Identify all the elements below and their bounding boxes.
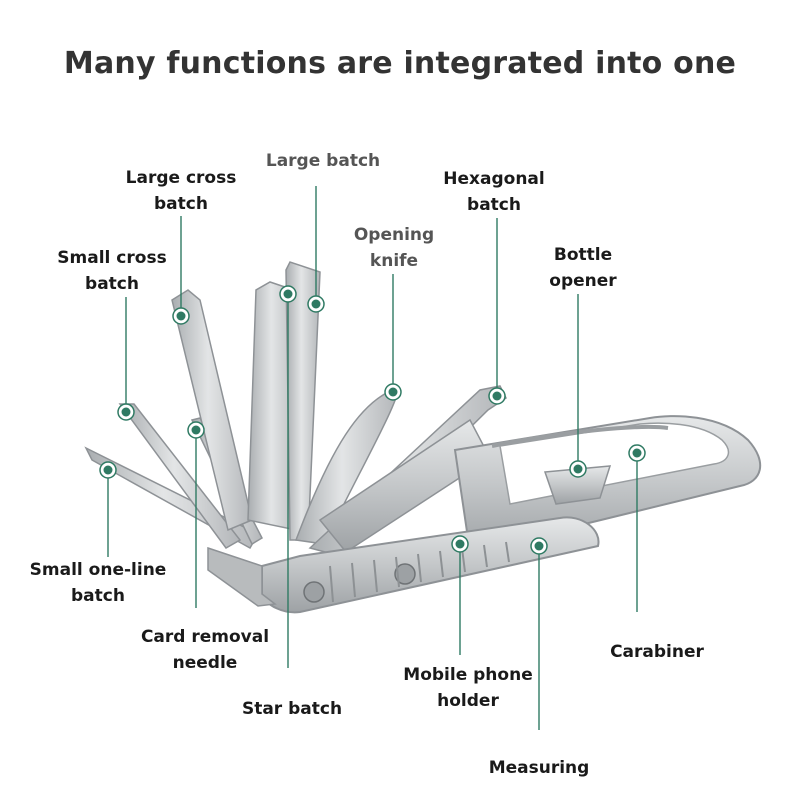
- knurl-ridge: [483, 544, 488, 568]
- leader-dot-measuring: [534, 541, 544, 551]
- leader-dot-large-cross-batch: [176, 311, 186, 321]
- page-title: Many functions are integrated into one: [63, 46, 737, 81]
- leader-dot-mobile-phone-holder: [455, 539, 465, 549]
- large-cross-blade: [171, 289, 253, 532]
- label-small-cross-batch: Small cross batch: [57, 248, 167, 294]
- knurl-ridge: [505, 541, 510, 563]
- tool-blades: [84, 261, 507, 557]
- leader-dot-bottle-opener: [573, 464, 583, 474]
- label-large-cross-batch: Large cross batch: [125, 168, 237, 214]
- label-bottle-opener: Bottle opener: [549, 245, 617, 291]
- label-small-one-line-batch: Small one-line batch: [29, 560, 167, 606]
- leader-dot-star-batch: [283, 289, 293, 299]
- leader-dot-hexagonal-batch: [492, 391, 502, 401]
- leader-dot-small-one-line-batch: [103, 465, 113, 475]
- screw-right: [394, 563, 416, 585]
- leader-dot-carabiner: [632, 448, 642, 458]
- leader-dot-opening-knife: [388, 387, 398, 397]
- handle-body: [207, 516, 600, 614]
- label-opening-knife: Opening knife: [353, 225, 435, 271]
- label-hexagonal-batch: Hexagonal batch: [443, 169, 545, 215]
- knurl-ridge: [351, 562, 356, 598]
- leader-dot-large-batch: [311, 299, 321, 309]
- label-card-removal-needle: Card removal needle: [140, 627, 270, 673]
- screw-left: [303, 581, 325, 603]
- carabiner-body: [453, 415, 762, 554]
- knurl-ridge: [439, 550, 444, 578]
- leader-lines: [99, 186, 646, 730]
- large-batch-blade: [285, 261, 321, 541]
- knurl-ridge: [329, 565, 334, 603]
- label-carabiner: Carabiner: [610, 642, 704, 662]
- label-star-batch: Star batch: [241, 699, 343, 719]
- label-mobile-phone-holder: Mobile phone holder: [403, 665, 533, 711]
- leader-dot-card-removal-needle: [191, 425, 201, 435]
- knurl-ridge: [395, 556, 400, 588]
- knurl-ridge: [373, 559, 378, 593]
- label-large-batch: Large batch: [265, 151, 381, 171]
- knurl-ridge: [417, 553, 422, 583]
- label-measuring: Measuring: [488, 758, 590, 778]
- leader-dot-small-cross-batch: [121, 407, 131, 417]
